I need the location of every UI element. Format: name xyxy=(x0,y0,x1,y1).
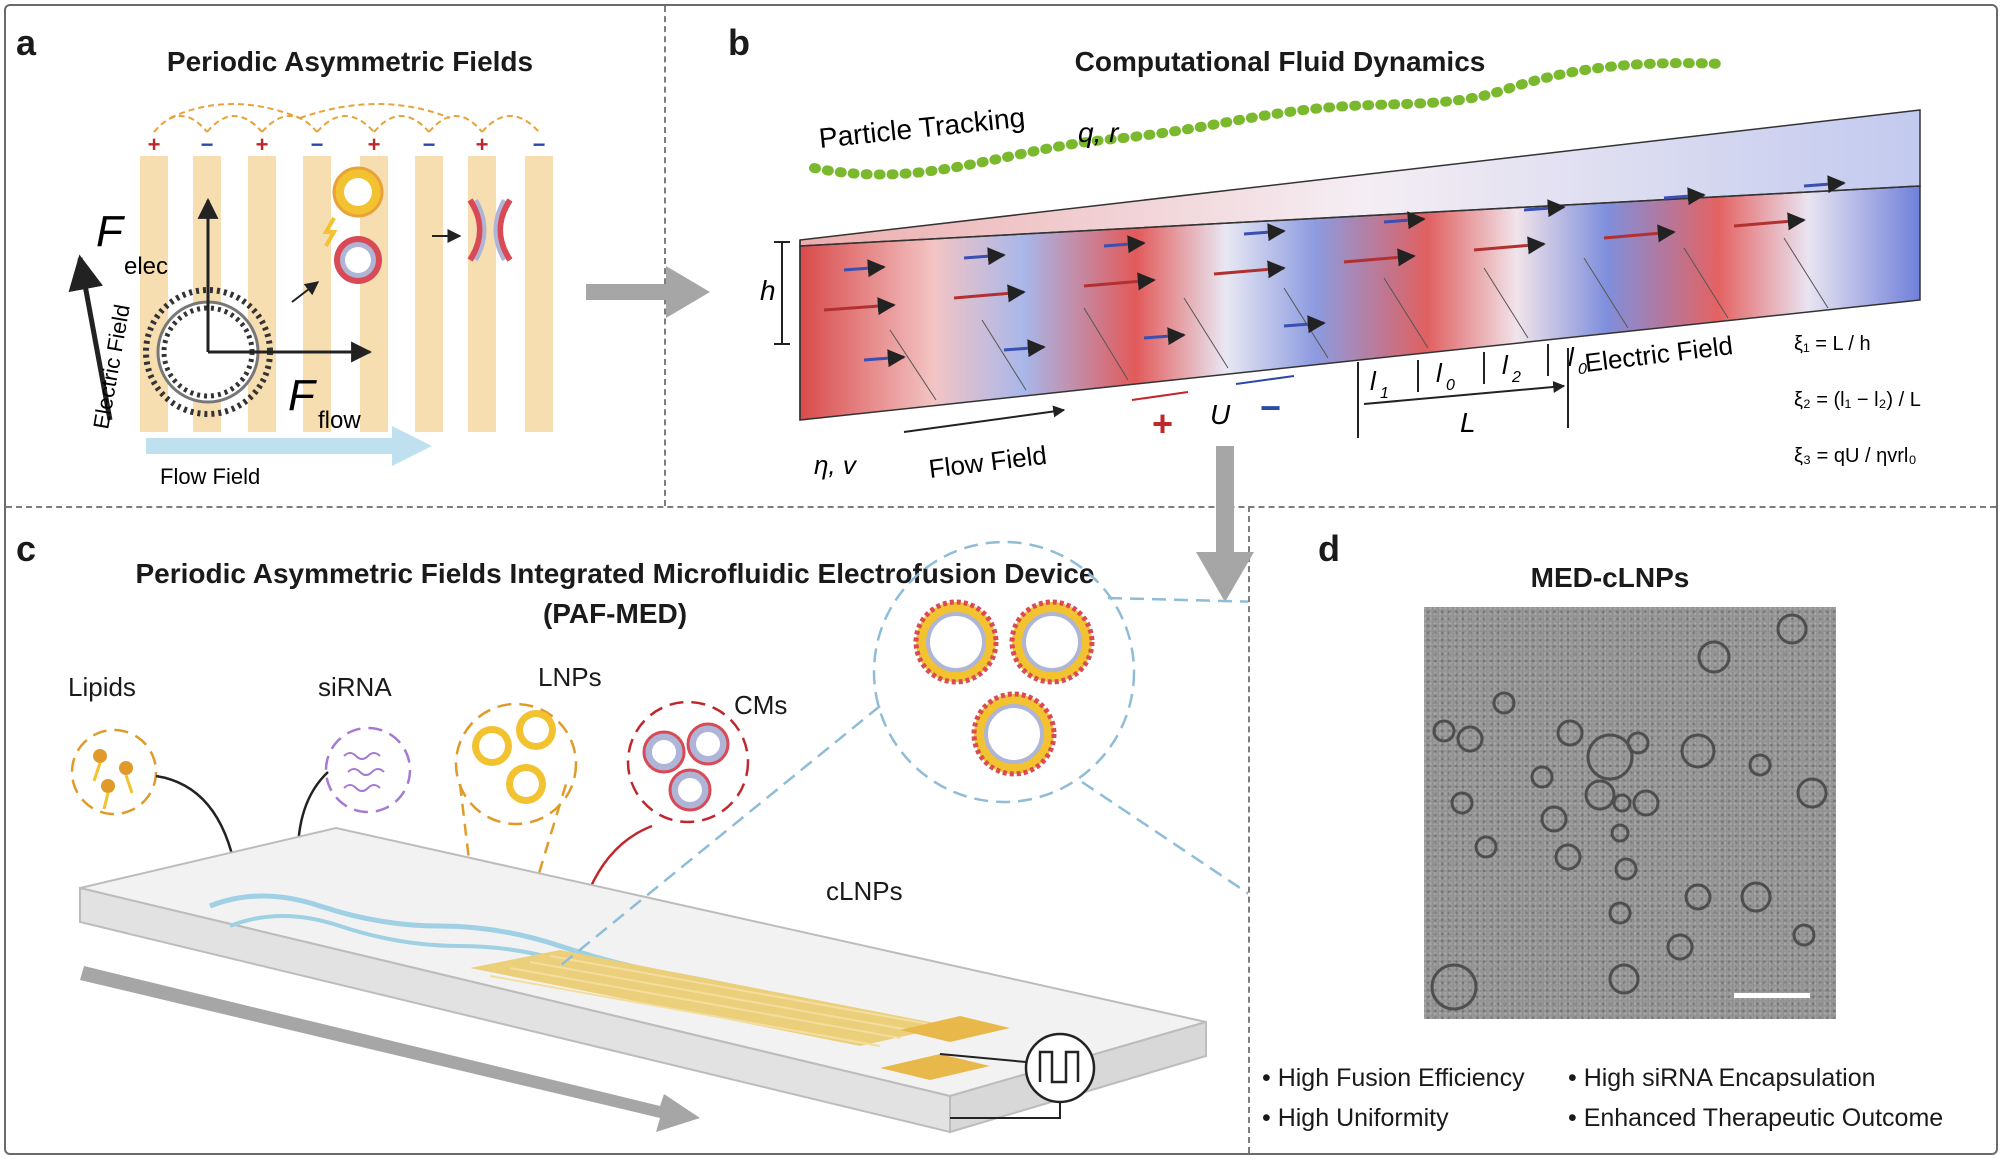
f-elec-sub: elec xyxy=(124,253,168,280)
pulse-generator-icon xyxy=(939,1032,1096,1119)
spark-icon xyxy=(322,217,338,247)
svg-text:0: 0 xyxy=(1446,377,1455,394)
qr-label: q, r xyxy=(1078,117,1120,148)
arrow-a-to-b xyxy=(586,266,710,318)
l0b-label: l xyxy=(1568,342,1575,372)
panel-d-label: d xyxy=(1318,528,1340,569)
L-label: L xyxy=(1460,407,1476,438)
h-label: h xyxy=(760,275,776,306)
clnps-zoom xyxy=(559,540,1248,967)
equation-xi2: ξ₂ = (l₁ − l₂) / L xyxy=(1794,389,1921,411)
svg-text:0: 0 xyxy=(1578,361,1587,378)
panel-a-title: Periodic Asymmetric Fields xyxy=(166,46,534,77)
tem-micrograph xyxy=(1424,607,1836,1019)
scale-bar xyxy=(1734,993,1810,998)
microfluidic-chip xyxy=(79,826,1207,1134)
panel-d-title: MED-cLNPs xyxy=(1530,562,1690,593)
channel-front-face xyxy=(800,186,1920,420)
panel-c-title-line2: (PAF-MED) xyxy=(542,598,688,629)
lnps-label: LNPs xyxy=(538,662,602,692)
electric-field-label-b: Electric Field xyxy=(1583,330,1734,378)
equation-xi3: ξ₃ = qU / ηvrl₀ xyxy=(1794,445,1917,467)
panel-c-label: c xyxy=(16,528,37,569)
bullet-fusion-efficiency: • High Fusion Efficiency xyxy=(1262,1064,1525,1092)
fusing-vesicle xyxy=(467,198,513,262)
f-elec-label: F xyxy=(96,207,125,256)
l2-label: l xyxy=(1502,350,1509,380)
divider-cd xyxy=(1248,506,1250,1153)
bullet-uniformity: • High Uniformity xyxy=(1262,1104,1449,1132)
electrode-minus-1: − xyxy=(201,132,214,157)
f-flow-sub: flow xyxy=(318,407,361,434)
panel-b-label: b xyxy=(728,22,750,63)
lipids-group xyxy=(70,728,158,816)
f-flow-label: F xyxy=(288,371,317,420)
panel-c-diagram xyxy=(70,540,1248,1134)
clnps-label: cLNPs xyxy=(826,876,903,906)
minus-electrode-label: − xyxy=(1260,387,1281,428)
plus-electrode-label: + xyxy=(1152,403,1173,444)
cms-label: CMs xyxy=(734,690,788,720)
u-label: U xyxy=(1210,399,1231,430)
bullet-therapeutic-outcome: • Enhanced Therapeutic Outcome xyxy=(1568,1104,1944,1132)
channel-top-face xyxy=(800,110,1920,246)
svg-text:2: 2 xyxy=(1511,369,1521,386)
electrode-minus-4: − xyxy=(533,132,546,157)
flow-vectors xyxy=(823,175,1846,368)
sirna-label: siRNA xyxy=(318,672,392,702)
lipids-label: Lipids xyxy=(68,672,136,702)
chip-flow-arrow xyxy=(80,966,700,1132)
electric-field-label: Electric Field xyxy=(88,303,134,431)
divider-ab xyxy=(664,6,666,506)
figure-frame xyxy=(4,4,1998,1155)
equation-xi1: ξ₁ = L / h xyxy=(1794,333,1871,355)
sirna-group xyxy=(324,726,412,814)
electrode-minus-3: − xyxy=(423,132,436,157)
electrode-plus-4: + xyxy=(476,132,489,157)
field-line-arcs xyxy=(153,103,540,133)
flow-field-label-b: Flow Field xyxy=(927,440,1048,484)
electrode-minus-2: − xyxy=(311,132,324,157)
particle-tracking-label: Particle Tracking xyxy=(817,102,1026,154)
panel-a-label: a xyxy=(16,22,37,63)
divider-top-bottom xyxy=(6,506,1996,508)
bullet-sirna-encapsulation: • High siRNA Encapsulation xyxy=(1568,1064,1876,1092)
l1-label: l xyxy=(1370,366,1377,396)
flow-field-label: Flow Field xyxy=(160,464,260,489)
vesicle-pair xyxy=(322,166,384,284)
flow-field-arrow-b xyxy=(903,405,1066,433)
svg-text:1: 1 xyxy=(1380,385,1389,402)
flow-field-arrow xyxy=(146,426,432,466)
cms-group xyxy=(626,700,750,824)
particle-track xyxy=(809,58,1729,180)
electrode-plus-2: + xyxy=(256,132,269,157)
lnps-group xyxy=(454,702,578,826)
panel-b-title: Computational Fluid Dynamics xyxy=(1074,46,1486,77)
l0-label: l xyxy=(1436,358,1443,388)
electric-field-arrow xyxy=(68,254,113,421)
electrode-plus-3: + xyxy=(368,132,381,157)
panel-a-diagram: + − + − + − + − F elec F flow Electric F… xyxy=(68,103,553,489)
electrode-plus-1: + xyxy=(148,132,161,157)
arrow-b-to-c xyxy=(1196,446,1254,602)
eta-v-label: η, v xyxy=(814,450,858,480)
